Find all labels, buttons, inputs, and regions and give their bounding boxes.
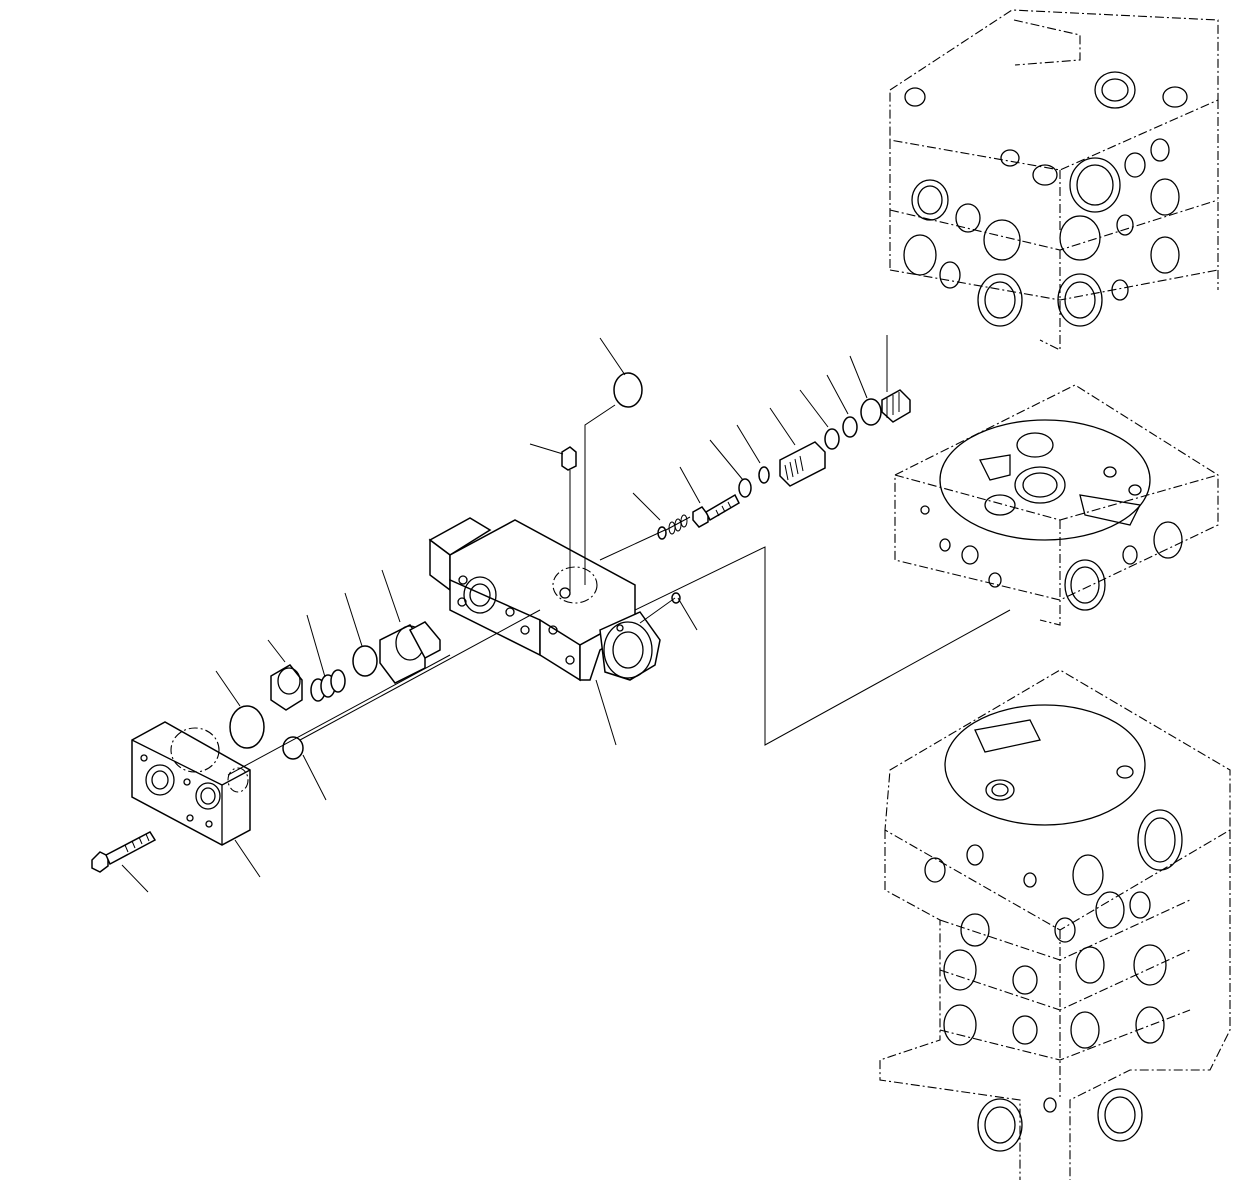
- callout-leaders: [121, 335, 888, 893]
- valve-section-middle: [894, 384, 1219, 626]
- valve-housing: [428, 517, 661, 682]
- valve-block-bottom: [879, 669, 1231, 1180]
- right-spool-train: [561, 372, 911, 604]
- valve-block-top: [889, 9, 1219, 351]
- left-seals-and-spools: [229, 621, 441, 760]
- mounting-bolt: [91, 831, 157, 873]
- assembly-lines: [227, 404, 1011, 776]
- cover-plate: [131, 721, 251, 846]
